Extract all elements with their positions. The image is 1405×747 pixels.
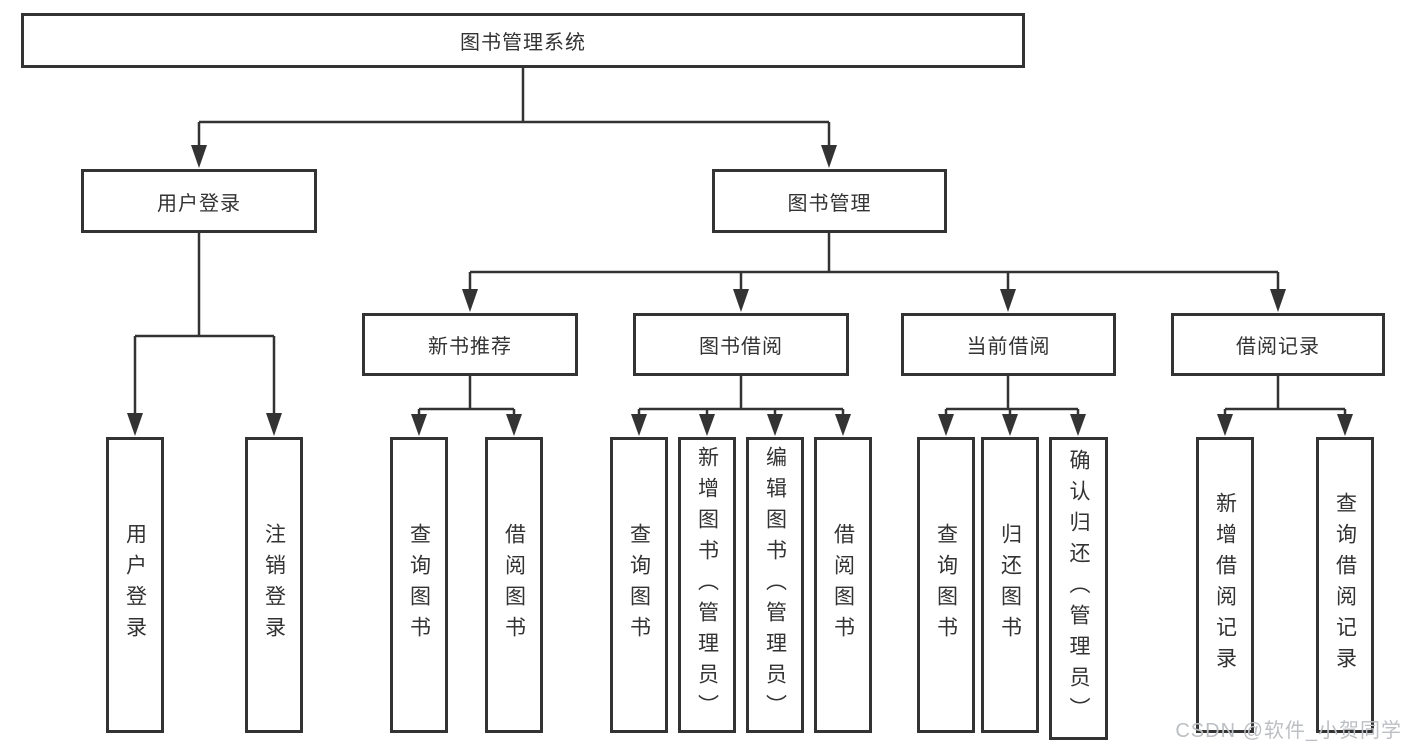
connector-new-book bbox=[411, 376, 522, 436]
leaf-return-book-label: 归还图书 bbox=[998, 523, 1022, 647]
leaf-borrow-book-label: 借阅图书 bbox=[831, 523, 855, 647]
leaf-add-book-admin: 新增图书（管理员） bbox=[678, 437, 736, 733]
connector-root bbox=[191, 68, 837, 168]
connector-current-borrow bbox=[938, 376, 1086, 436]
node-user-login-label: 用户登录 bbox=[157, 192, 241, 215]
leaf-confirm-return-admin: 确认归还（管理员） bbox=[1049, 437, 1108, 740]
node-current-borrow: 当前借阅 bbox=[901, 313, 1116, 376]
leaf-query-borrow-record: 查询借阅记录 bbox=[1316, 437, 1374, 733]
leaf-add-book-admin-label: 新增图书（管理员） bbox=[695, 445, 719, 725]
connector-book-management bbox=[462, 233, 1286, 312]
node-book-borrow-label: 图书借阅 bbox=[699, 336, 783, 358]
leaf-borrow-query-books: 查询图书 bbox=[610, 437, 668, 733]
node-library-system-label: 图书管理系统 bbox=[460, 32, 586, 54]
csdn-watermark: CSDN @软件_小贺同学 bbox=[1175, 720, 1402, 742]
node-user-login: 用户登录 bbox=[81, 169, 317, 233]
leaf-return-book: 归还图书 bbox=[981, 437, 1039, 733]
leaf-logout-label: 注销登录 bbox=[262, 523, 286, 647]
leaf-borrow-book: 借阅图书 bbox=[814, 437, 872, 733]
leaf-user-login: 用户登录 bbox=[106, 437, 164, 733]
leaf-recommend-query-books-label: 查询图书 bbox=[407, 523, 431, 647]
leaf-confirm-return-admin-label: 确认归还（管理员） bbox=[1067, 449, 1090, 728]
node-new-book-recommend-label: 新书推荐 bbox=[428, 336, 512, 358]
node-borrow-records: 借阅记录 bbox=[1171, 313, 1385, 376]
connector-borrow-records bbox=[1217, 376, 1353, 436]
node-current-borrow-label: 当前借阅 bbox=[966, 336, 1051, 358]
node-book-management-label: 图书管理 bbox=[787, 192, 872, 215]
leaf-query-borrow-record-label: 查询借阅记录 bbox=[1333, 492, 1357, 678]
leaf-add-borrow-record: 新增借阅记录 bbox=[1196, 437, 1254, 733]
connector-book-borrow bbox=[631, 376, 851, 436]
leaf-logout: 注销登录 bbox=[245, 437, 303, 733]
leaf-recommend-borrow-books: 借阅图书 bbox=[485, 437, 543, 733]
leaf-user-login-label: 用户登录 bbox=[123, 523, 147, 647]
leaf-current-query-books-label: 查询图书 bbox=[934, 523, 958, 647]
leaf-edit-book-admin: 编辑图书（管理员） bbox=[746, 437, 804, 733]
node-new-book-recommend: 新书推荐 bbox=[362, 313, 578, 376]
node-borrow-records-label: 借阅记录 bbox=[1236, 336, 1320, 358]
leaf-current-query-books: 查询图书 bbox=[917, 437, 975, 733]
node-book-borrow: 图书借阅 bbox=[633, 313, 849, 376]
connector-user-login bbox=[127, 233, 282, 436]
leaf-recommend-borrow-books-label: 借阅图书 bbox=[502, 523, 526, 647]
node-book-management: 图书管理 bbox=[712, 169, 947, 233]
leaf-edit-book-admin-label: 编辑图书（管理员） bbox=[763, 445, 787, 725]
leaf-recommend-query-books: 查询图书 bbox=[390, 437, 448, 733]
leaf-borrow-query-books-label: 查询图书 bbox=[627, 523, 651, 647]
node-library-system: 图书管理系统 bbox=[21, 13, 1025, 68]
leaf-add-borrow-record-label: 新增借阅记录 bbox=[1213, 492, 1237, 678]
